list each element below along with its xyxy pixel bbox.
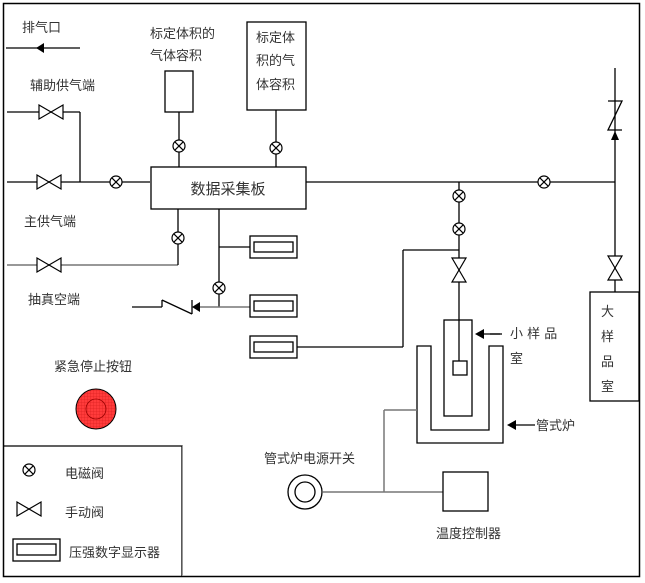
legend-label-pressure: 压强数字显示器 [69, 546, 160, 561]
tube-furnace-label: 管式炉 [536, 419, 575, 434]
small-chamber-label-2: 室 [510, 351, 523, 367]
pressure-display-3 [249, 335, 298, 359]
manual-valve-icon[interactable] [451, 257, 467, 283]
solenoid-valve-icon[interactable] [537, 175, 551, 189]
solenoid-valve-icon[interactable] [452, 222, 466, 236]
solenoid-valve-icon[interactable] [172, 139, 186, 153]
calib-volume-2-line3: 体容积 [256, 77, 295, 93]
calib-volume-1-line1: 标定体积的 [150, 26, 215, 42]
solenoid-valve-icon[interactable] [269, 141, 283, 155]
large-chamber-label-4: 室 [601, 379, 614, 395]
pressure-display-1 [249, 235, 298, 259]
manual-valve-icon[interactable] [36, 257, 62, 273]
solenoid-valve-icon[interactable] [109, 175, 123, 189]
daq-board-label: 数据采集板 [190, 180, 265, 198]
emergency-stop-label: 紧急停止按钮 [54, 359, 132, 375]
calib-volume-2-line2: 积的气 [256, 53, 295, 69]
legend-label-solenoid: 电磁阀 [65, 467, 104, 482]
large-chamber-label-1: 大 [601, 305, 614, 320]
temperature-controller [442, 471, 489, 512]
calib-volume-1-line2: 气体容积 [150, 48, 202, 64]
manual-valve-icon[interactable] [607, 255, 623, 281]
furnace-power-label: 管式炉电源开关 [264, 452, 355, 467]
small-chamber-label-1: 小 样 品 [510, 327, 557, 342]
check-valve-icon [132, 299, 200, 315]
legend-label-manual: 手动阀 [65, 506, 104, 521]
large-chamber-label-2: 样 [601, 330, 614, 345]
manual-valve-icon [16, 500, 42, 518]
arrow-left-icon [36, 43, 44, 53]
daq-board [150, 166, 307, 210]
legend: 电磁阀 手动阀 压强数字显示器 [4, 445, 183, 576]
calib-volume-2-line1: 标定体 [256, 31, 295, 46]
emergency-stop-button[interactable] [75, 388, 117, 430]
solenoid-valve-icon[interactable] [212, 281, 226, 295]
exhaust-label: 排气口 [22, 20, 61, 36]
pressure-display-2 [249, 294, 298, 318]
large-chamber-label-3: 品 [601, 355, 614, 370]
pressure-display-icon [12, 538, 61, 562]
solenoid-valve-icon[interactable] [452, 189, 466, 203]
solenoid-valve-icon[interactable] [171, 231, 185, 245]
temp-controller-label: 温度控制器 [436, 526, 501, 542]
manual-valve-icon[interactable] [36, 174, 62, 190]
large-sample-chamber [589, 291, 640, 402]
arrow-left-icon [475, 329, 484, 339]
manual-valve-icon[interactable] [38, 104, 64, 120]
aux-supply-label: 辅助供气端 [30, 78, 95, 94]
furnace-power-switch[interactable] [287, 474, 323, 510]
calibration-volume-large: 标定体 积的气 体容积 [246, 21, 307, 167]
tube-furnace [416, 345, 504, 444]
exhaust-port: 排气口 [6, 20, 80, 53]
vacuum-label: 抽真空端 [28, 293, 80, 308]
arrow-left-icon [507, 420, 516, 430]
check-valve-icon [606, 100, 624, 140]
solenoid-valve-icon [22, 463, 36, 477]
outer-frame [2, 2, 641, 578]
main-supply-label: 主供气端 [24, 214, 76, 230]
calibration-volume-small: 标定体积的 气体容积 [150, 26, 215, 167]
